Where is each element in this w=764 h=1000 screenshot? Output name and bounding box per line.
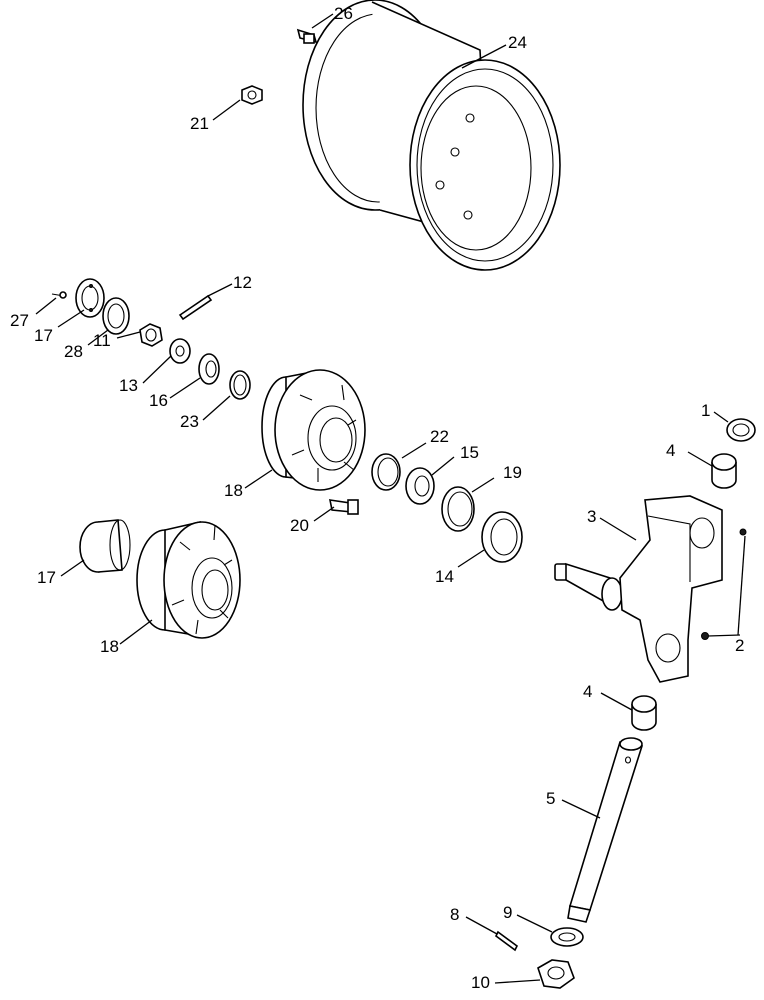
callout-27: 27 [10, 311, 29, 330]
screw-27 [51, 291, 67, 299]
washer-13 [169, 338, 191, 364]
callout-24: 24 [508, 33, 527, 52]
callout-21: 21 [190, 114, 209, 133]
bushing-4-lower [631, 695, 657, 731]
castle-nut-10 [537, 959, 575, 989]
callout-10: 10 [471, 973, 490, 992]
callout-28: 28 [64, 342, 83, 361]
hub-18-upper [261, 369, 366, 491]
callout-18-upper: 18 [224, 481, 243, 500]
wheel-bolt-20 [328, 499, 359, 515]
leader-lines [35, 13, 746, 984]
wheel-rim [302, 0, 561, 271]
callout-2: 2 [735, 636, 744, 655]
seal-14 [481, 511, 523, 563]
cotter-pin-8 [494, 930, 519, 952]
ring-19 [441, 486, 475, 532]
callout-4-upper: 4 [666, 441, 675, 460]
bearing-cone-15 [405, 467, 435, 505]
valve-stem [296, 28, 318, 44]
bushing-4-upper [711, 453, 737, 489]
callout-11: 11 [93, 331, 111, 350]
callout-17-lower: 17 [37, 568, 56, 587]
hub-cap-17-lower [79, 519, 131, 573]
callout-15: 15 [460, 443, 479, 462]
callout-13: 13 [119, 376, 138, 395]
bushing-1 [726, 418, 756, 442]
hub-18-lower [136, 520, 241, 639]
callout-26: 26 [334, 4, 353, 23]
cotter-pin-12 [178, 294, 213, 321]
king-pin-5 [567, 737, 644, 923]
bearing-cup-23 [229, 370, 251, 400]
callout-23: 23 [180, 412, 199, 431]
callout-4-lower: 4 [583, 682, 592, 701]
grease-fitting-2 [701, 528, 747, 640]
bearing-cup-22 [371, 453, 401, 491]
callout-9: 9 [503, 903, 512, 922]
callout-14: 14 [435, 567, 454, 586]
callout-16: 16 [149, 391, 168, 410]
callout-20: 20 [290, 516, 309, 535]
steering-knuckle-3 [554, 495, 723, 683]
castle-nut-11 [139, 323, 163, 347]
callout-18-lower: 18 [100, 637, 119, 656]
washer-9 [550, 927, 584, 947]
callout-labels: 1 2 3 4 4 5 8 9 10 11 12 13 14 15 16 17 … [10, 4, 744, 992]
callout-8: 8 [450, 905, 459, 924]
wheel-nut-21 [241, 85, 263, 105]
callout-1: 1 [701, 401, 710, 420]
callout-3: 3 [587, 507, 596, 526]
callout-22: 22 [430, 427, 449, 446]
bearing-cone-16 [198, 353, 220, 385]
callout-17-upper: 17 [34, 326, 53, 345]
callout-19: 19 [503, 463, 522, 482]
callout-12: 12 [233, 273, 252, 292]
callout-5: 5 [546, 789, 555, 808]
gasket-28 [102, 297, 130, 335]
hub-cap-17 [75, 278, 105, 318]
